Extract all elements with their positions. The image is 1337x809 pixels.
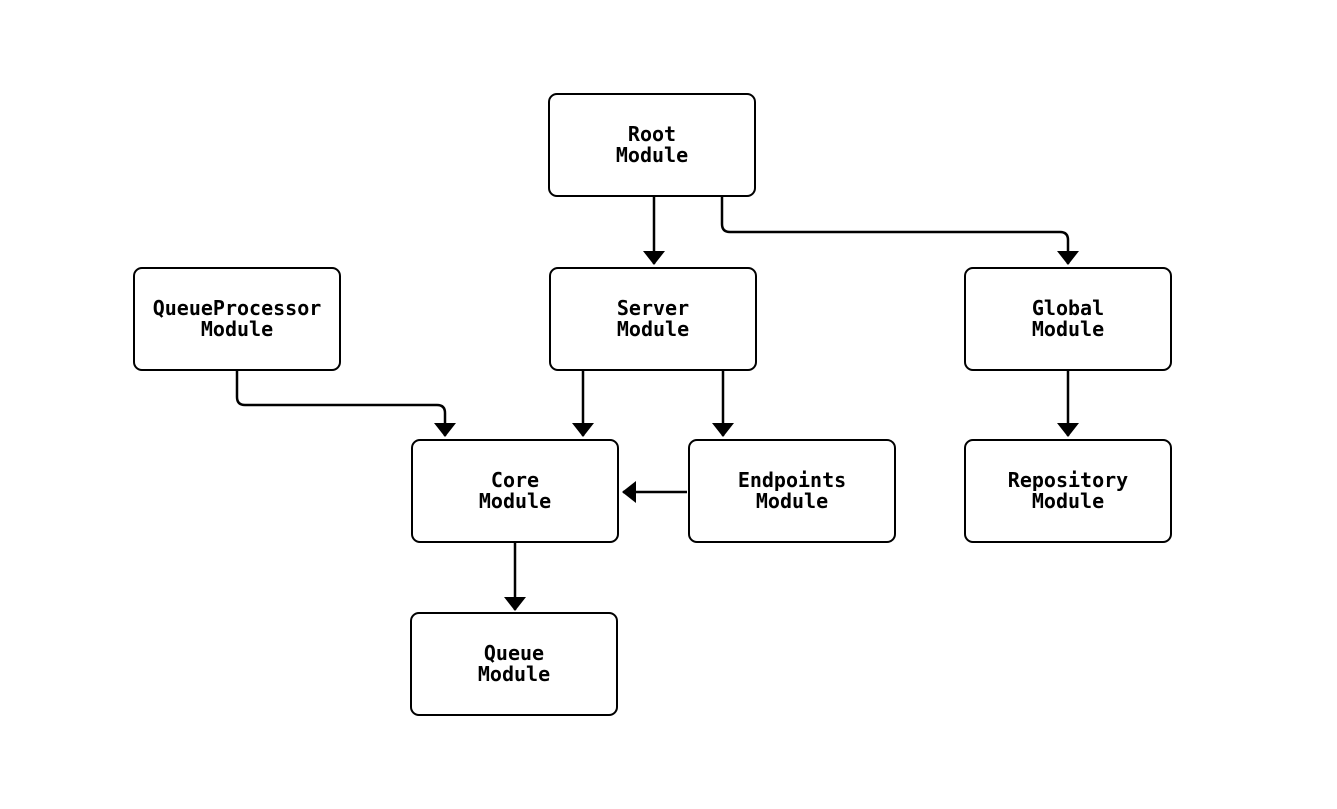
node-title: Global — [1031, 296, 1105, 320]
node-subtitle: Module — [200, 317, 274, 341]
node-core-module: Core Module — [411, 439, 619, 543]
node-subtitle: Module — [1031, 317, 1105, 341]
node-server-module: Server Module — [549, 267, 757, 371]
node-title: Repository — [1007, 468, 1129, 492]
node-title: Core — [490, 468, 540, 492]
node-core-module-label: Core Module — [479, 470, 551, 512]
node-queue-module-label: Queue Module — [478, 643, 550, 685]
node-global-module: Global Module — [964, 267, 1172, 371]
node-queueprocessor-module-label: QueueProcessor Module — [153, 298, 322, 340]
node-subtitle: Module — [615, 143, 689, 167]
node-server-module-label: Server Module — [617, 298, 689, 340]
node-queue-module: Queue Module — [410, 612, 618, 716]
node-subtitle: Module — [477, 662, 551, 686]
node-title: QueueProcessor — [152, 296, 322, 320]
edge-root-to-global — [720, 197, 1079, 265]
node-repository-module: Repository Module — [964, 439, 1172, 543]
edge-queueprocessor-to-core — [235, 371, 456, 437]
node-queueprocessor-module: QueueProcessor Module — [133, 267, 341, 371]
node-repository-module-label: Repository Module — [1008, 470, 1128, 512]
node-title: Endpoints — [737, 468, 847, 492]
node-subtitle: Module — [478, 489, 552, 513]
node-endpoints-module-label: Endpoints Module — [738, 470, 846, 512]
node-root-module: Root Module — [548, 93, 756, 197]
node-subtitle: Module — [616, 317, 690, 341]
node-root-module-label: Root Module — [616, 124, 688, 166]
node-subtitle: Module — [755, 489, 829, 513]
node-title: Server — [616, 296, 690, 320]
node-subtitle: Module — [1031, 489, 1105, 513]
node-title: Queue — [483, 641, 545, 665]
node-global-module-label: Global Module — [1032, 298, 1104, 340]
node-title: Root — [627, 122, 677, 146]
node-endpoints-module: Endpoints Module — [688, 439, 896, 543]
